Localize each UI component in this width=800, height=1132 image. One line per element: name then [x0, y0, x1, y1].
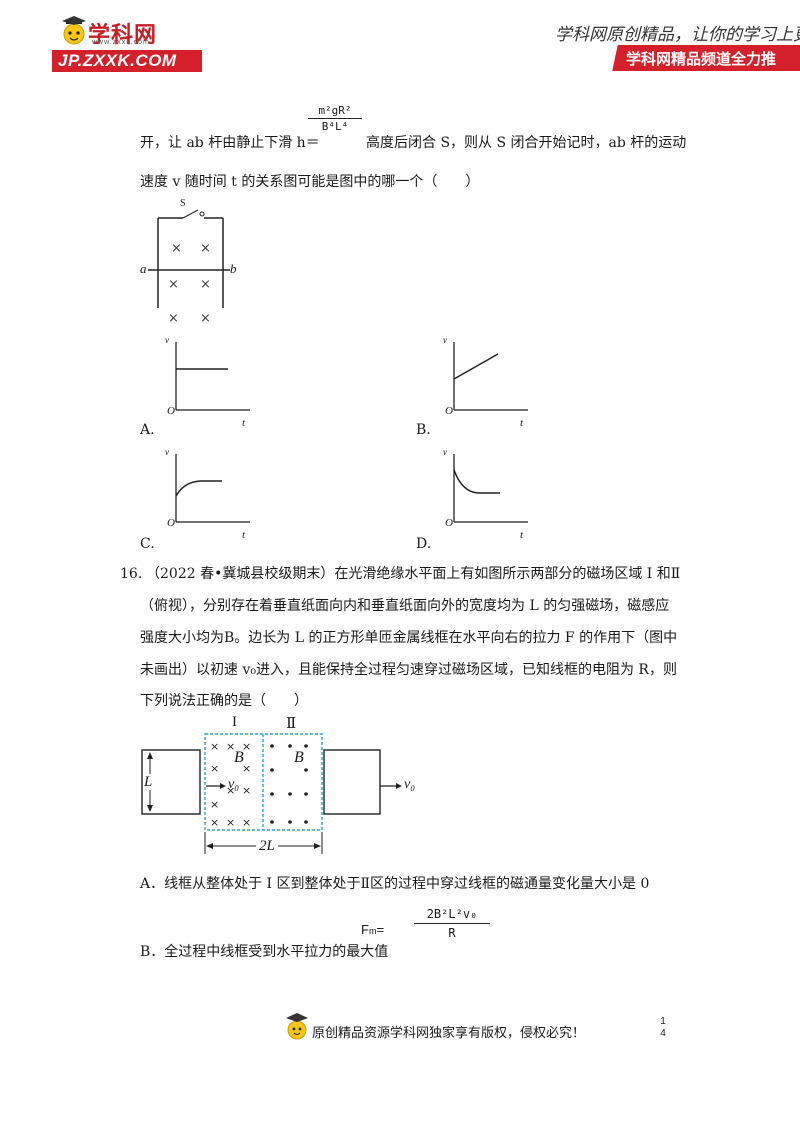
- graph-a: [175, 342, 250, 411]
- q16-option-a: A．线框从整体处于 I 区到整体处于Ⅱ区的过程中穿过线框的磁通量变化量大小是 0: [140, 876, 650, 892]
- fm-equals: =: [376, 922, 385, 937]
- svg-text:×: ×: [171, 241, 182, 256]
- svg-text:×: ×: [226, 816, 235, 829]
- svg-text:×: ×: [226, 740, 235, 753]
- fm-lhs-sub: m: [368, 926, 377, 936]
- logo-mascot-icon: [60, 16, 88, 48]
- q15-line1-pre: 开，让 ab 杆由静止下滑 h＝: [140, 135, 320, 151]
- graph-a-o: O: [167, 405, 175, 417]
- q16-field-figure: × × × × × × × × × × ×: [141, 733, 402, 854]
- svg-text:×: ×: [168, 311, 179, 326]
- svg-text:×: ×: [242, 740, 251, 753]
- svg-text:×: ×: [200, 277, 211, 292]
- option-d-label: D.: [416, 536, 432, 552]
- graph-b-v: v: [443, 335, 447, 345]
- circuit-label-s: S: [180, 198, 186, 209]
- svg-text:×: ×: [242, 816, 251, 829]
- svg-text:×: ×: [200, 311, 211, 326]
- logo-url-box: JP.ZXXK.COM: [52, 50, 202, 72]
- svg-text:×: ×: [242, 762, 251, 775]
- q16-option-b: B．全过程中线框受到水平拉力的最大值: [140, 944, 389, 960]
- q16-line1: （2022 春•冀城县校级期末）在光滑绝缘水平面上有如图所示两部分的磁场区域 I…: [146, 566, 681, 582]
- header-slogan: 学科网原创精品，让你的学习上更: [555, 25, 800, 45]
- field-1-label: B: [234, 749, 244, 766]
- q16-line3: 强度大小均为B。边长为 L 的正方形单匝金属线框在水平向右的拉力 F 的作用下（…: [140, 630, 678, 646]
- svg-text:×: ×: [168, 277, 179, 292]
- svg-text:×: ×: [242, 784, 251, 797]
- graph-a-v: v: [165, 335, 169, 345]
- graph-c-o: O: [167, 517, 175, 529]
- v-out-label: v₀: [404, 777, 416, 792]
- circuit-label-b: b: [230, 261, 237, 276]
- field-2-label: B: [294, 749, 304, 766]
- graph-d: [453, 454, 528, 523]
- q16-number: 16.: [120, 566, 143, 582]
- header-banner-text: 学科网精品频道全力推: [626, 50, 777, 68]
- svg-text:×: ×: [210, 816, 219, 829]
- page-number: 1 4: [657, 1016, 669, 1040]
- graph-b-o: O: [445, 405, 453, 417]
- graph-c: [175, 454, 250, 523]
- logo-url: JP.ZXXK.COM: [58, 51, 177, 70]
- graph-b: [453, 342, 528, 411]
- svg-text:×: ×: [226, 784, 235, 797]
- fm-denominator: R: [448, 926, 456, 940]
- graph-d-o: O: [445, 517, 453, 529]
- h-fraction-numerator: m²gR²: [318, 104, 352, 117]
- fm-lhs-symbol: F: [361, 922, 369, 937]
- svg-text:×: ×: [210, 762, 219, 775]
- h-fraction-bar: [308, 118, 362, 119]
- graph-d-v: v: [443, 447, 447, 457]
- svg-text:×: ×: [210, 740, 219, 753]
- footer-copyright: 原创精品资源学科网独家享有版权，侵权必究！: [312, 1026, 586, 1041]
- q15-line1-post: 高度后闭合 S，则从 S 闭合开始记时，ab 杆的运动: [366, 135, 687, 151]
- graph-c-t: t: [242, 529, 246, 541]
- page-number-bottom: 4: [660, 1028, 666, 1039]
- graph-b-t: t: [520, 417, 524, 429]
- footer-mascot-icon: [285, 1013, 309, 1043]
- logo-name: 学科网: [88, 23, 158, 48]
- q16-line2: （俯视），分别存在着垂直纸面向内和垂直纸面向外的宽度均为 L 的匀强磁场，磁感应: [140, 598, 670, 614]
- option-c-label: C.: [140, 536, 155, 552]
- h-fraction-denominator: B⁴L⁴: [321, 120, 349, 133]
- fm-fraction-bar: [414, 923, 490, 924]
- h-fraction: m²gR² B⁴L⁴: [308, 104, 362, 133]
- fm-numerator: 2B²L²v₀: [426, 907, 478, 921]
- logo-sub: www.zxxk.com: [92, 39, 150, 46]
- width-label: 2L: [256, 838, 278, 854]
- graph-d-t: t: [520, 529, 524, 541]
- option-b-label: B.: [416, 422, 431, 438]
- q16-line5: 下列说法正确的是（ ）: [140, 693, 308, 709]
- q15-line2: 速度 v 随时间 t 的关系图可能是图中的哪一个（ ）: [140, 174, 480, 190]
- svg-text:×: ×: [210, 798, 219, 811]
- circuit-label-a: a: [140, 261, 147, 276]
- q16-line4: 未画出）以初速 v₀进入，且能保持全过程匀速穿过磁场区域，已知线框的电阻为 R，…: [140, 662, 677, 678]
- side-length-label: L: [144, 774, 153, 790]
- fm-lhs: Fm=: [361, 922, 384, 937]
- option-a-label: A.: [140, 422, 155, 438]
- page-number-top: 1: [660, 1016, 666, 1027]
- region-2-label: Ⅱ: [286, 716, 297, 732]
- v-in-label: v₀: [228, 777, 240, 792]
- svg-text:×: ×: [200, 241, 211, 256]
- graph-c-v: v: [165, 447, 169, 457]
- fm-fraction: 2B²L²v₀ R: [414, 907, 490, 940]
- region-1-label: I: [232, 714, 237, 730]
- q15-circuit-figure: × × × × × ×: [148, 209, 230, 326]
- graph-a-t: t: [242, 417, 246, 429]
